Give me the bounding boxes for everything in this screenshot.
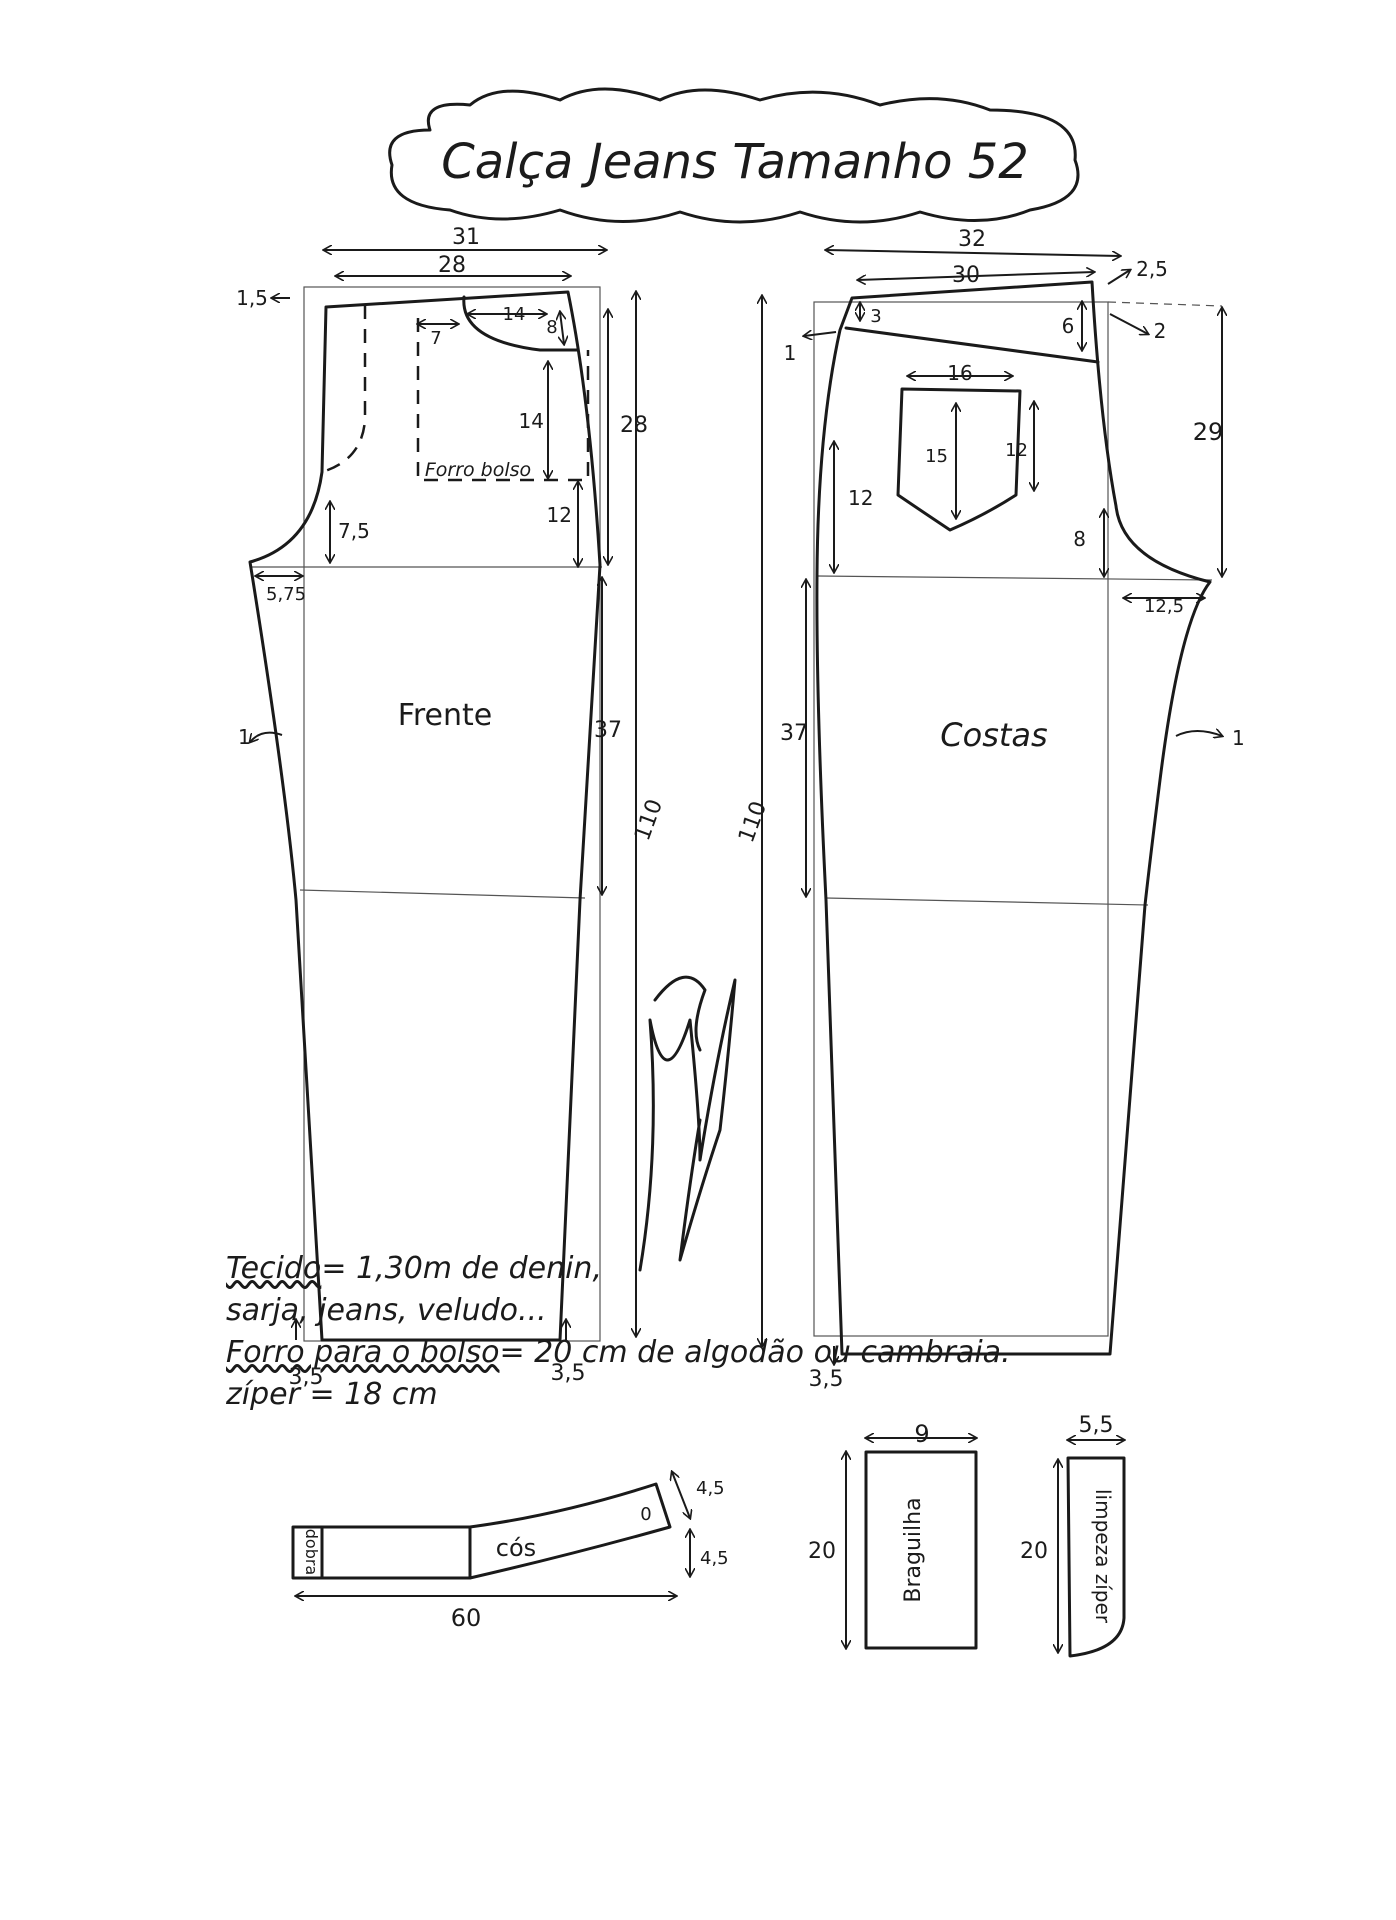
- note-fabric-text: = 1,30m de denin,: [321, 1251, 602, 1286]
- back-m-top-inner: 30: [952, 263, 980, 288]
- note-fabric-types-text: sarja, jeans, veludo...: [226, 1293, 547, 1328]
- back-m-yoke-right: 2: [1154, 319, 1167, 343]
- back-label: Costas: [940, 716, 1047, 754]
- front-lining-dash: [416, 318, 590, 482]
- title-cloud: Calça Jeans Tamanho 52: [388, 87, 1080, 224]
- front-m-pocket-depth: 8: [546, 317, 557, 338]
- back-yoke: [844, 326, 1100, 364]
- fly-label: Braguilha: [901, 1497, 926, 1602]
- front-m-knee: 37: [594, 718, 622, 743]
- back-m-top-outer: 32: [958, 227, 986, 252]
- fabric-notes: Tecido= 1,30m de denin, sarja, jeans, ve…: [226, 1248, 1226, 1416]
- back-m-hip-left: 12: [848, 486, 873, 510]
- front-m-rise: 28: [620, 413, 648, 438]
- zipper-facing-height: 20: [1020, 1539, 1048, 1564]
- note-fabric-label: Tecido: [226, 1251, 322, 1286]
- front-m-top-outer: 31: [452, 225, 480, 250]
- note-lining: Forro para o bolso= 20 cm de algodão ou …: [226, 1332, 1226, 1374]
- front-label: Frente: [398, 698, 492, 733]
- signature: [638, 975, 737, 1272]
- note-fabric-types: sarja, jeans, veludo...: [226, 1290, 1226, 1332]
- front-m-crotch-drop: 7,5: [338, 519, 370, 543]
- note-lining-label: Forro para o bolso: [226, 1335, 500, 1370]
- front-m-hem-right: 3,5: [551, 1361, 586, 1386]
- note-fabric: Tecido= 1,30m de denin,: [226, 1248, 1226, 1290]
- back-piece: Costas 32 30 2,5 2 1 3 6 16 15 12 12 8 2…: [734, 227, 1245, 1392]
- page-title: Calça Jeans Tamanho 52: [441, 134, 1029, 190]
- back-m-yoke-small: 3: [870, 306, 881, 327]
- waistband-label: cós: [496, 1534, 536, 1562]
- back-m-yoke-left: 1: [784, 341, 797, 365]
- front-piece: Frente Forro bolso 31 28 1,5 7 14 8 14 1…: [236, 225, 668, 1390]
- waistband-mark: 0: [640, 1504, 651, 1525]
- waistband-length: 60: [451, 1604, 482, 1632]
- front-m-pocket-width: 14: [503, 304, 526, 325]
- back-outline: [815, 280, 1212, 1356]
- front-m-pocket-offset: 7: [430, 328, 441, 349]
- fly-width: 9: [914, 1420, 929, 1448]
- front-m-hem-left: 3,5: [289, 1365, 324, 1390]
- back-pocket: [896, 387, 1022, 532]
- waistband-piece: dobra cós 0 60 4,5 4,5: [291, 1472, 729, 1632]
- fly-height: 20: [808, 1539, 836, 1564]
- waistband-width-right: 4,5: [696, 1478, 725, 1499]
- back-m-rise: 29: [1193, 418, 1224, 446]
- fly-piece: 9 20 Braguilha: [808, 1420, 976, 1648]
- front-m-lining-height: 14: [519, 409, 544, 433]
- front-m-waist-drop: 1,5: [236, 286, 268, 310]
- back-m-yoke-height: 6: [1062, 314, 1075, 338]
- fly-outline: [864, 1450, 978, 1650]
- back-m-pocket-width: 16: [947, 361, 972, 385]
- note-zipper-text: zíper = 18 cm: [226, 1377, 438, 1412]
- zipper-facing-outline: [1066, 1456, 1126, 1658]
- back-m-hem-left: 3,5: [809, 1367, 844, 1392]
- waistband-fold: dobra: [302, 1529, 321, 1575]
- zipper-facing-width: 5,5: [1079, 1413, 1114, 1438]
- front-m-side-curve: 1: [238, 725, 251, 749]
- waistband-width-end: 4,5: [700, 1548, 729, 1569]
- waistband-outline: [291, 1482, 672, 1580]
- front-guide-box: [303, 286, 601, 1342]
- back-m-side-curve: 1: [1232, 726, 1245, 750]
- front-outline: [248, 290, 602, 1342]
- front-pocket-opening: [462, 295, 580, 352]
- note-zipper: zíper = 18 cm: [226, 1374, 1226, 1416]
- zipper-facing-piece: 5,5 20 limpeza zíper: [1020, 1413, 1126, 1658]
- back-m-knee: 37: [780, 721, 808, 746]
- front-lining-label: Forro bolso: [425, 459, 531, 481]
- back-m-length: 110: [734, 798, 772, 846]
- back-m-crotch-drop: 8: [1073, 527, 1086, 551]
- back-m-pocket-side: 12: [1005, 440, 1028, 461]
- back-m-pocket-height: 15: [925, 446, 948, 467]
- back-guide-box: [813, 301, 1109, 1337]
- back-m-top-rise: 2,5: [1136, 257, 1168, 281]
- front-m-crotch-ext: 5,75: [266, 584, 306, 605]
- zipper-facing-label: limpeza zíper: [1091, 1489, 1115, 1624]
- back-m-crotch-ext: 12,5: [1144, 596, 1184, 617]
- front-m-top-inner: 28: [438, 253, 466, 278]
- note-lining-text: = 20 cm de algodão ou cambraia.: [499, 1335, 1011, 1370]
- front-fly-dash: [321, 305, 367, 474]
- front-m-lining-lower: 12: [547, 503, 572, 527]
